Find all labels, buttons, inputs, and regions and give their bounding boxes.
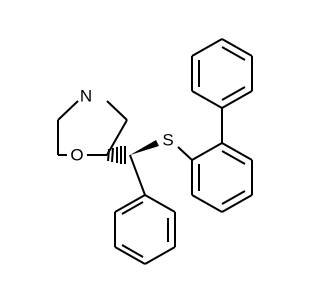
molecule-canvas: N O S xyxy=(57,38,253,265)
oxygen-atom-label: O xyxy=(70,146,83,165)
bond xyxy=(114,194,146,213)
bond xyxy=(144,246,176,265)
aryl-ring-middle xyxy=(191,142,253,213)
bond xyxy=(191,194,223,213)
bond-ch-phenyl xyxy=(129,154,146,196)
nitrogen-atom-label: N xyxy=(80,87,92,106)
bond-inner xyxy=(221,86,246,101)
morpholine-ring xyxy=(57,100,128,156)
bond-inner xyxy=(221,150,246,165)
hash-2 xyxy=(111,147,114,163)
bond-n4-c5 xyxy=(57,100,79,121)
bond xyxy=(144,194,176,213)
bond-s-aryl xyxy=(177,146,193,161)
bond-inner xyxy=(121,244,144,258)
bond xyxy=(191,142,223,161)
sulfur-atom-label: S xyxy=(162,131,173,150)
hash-1 xyxy=(107,148,110,162)
bond-c3-n4 xyxy=(106,100,128,121)
phenyl-ring-upper xyxy=(191,38,253,109)
hashed-wedge-bond xyxy=(107,146,126,164)
bond xyxy=(221,38,253,57)
bond xyxy=(221,194,253,213)
bond xyxy=(221,142,253,161)
solid-wedge-bond xyxy=(130,140,159,155)
phenyl-ring-lower xyxy=(114,194,176,265)
bond xyxy=(221,90,253,109)
bond-c2-c3 xyxy=(106,119,128,156)
bond xyxy=(191,90,223,109)
bond xyxy=(114,246,146,265)
bond-inner xyxy=(121,201,144,215)
bond xyxy=(191,38,223,57)
molecule-structure: N O S xyxy=(57,38,253,265)
bond-inner xyxy=(221,190,246,205)
bond-inner xyxy=(221,46,246,61)
